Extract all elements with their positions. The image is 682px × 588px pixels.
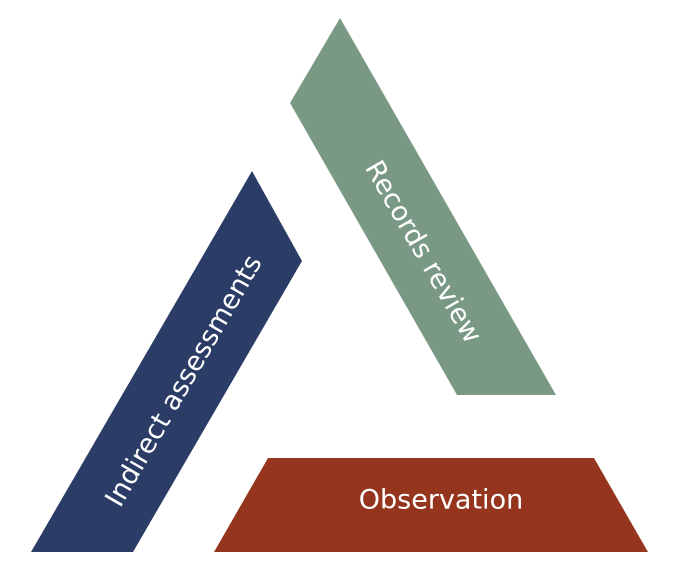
observation-label: Observation (359, 485, 523, 516)
records-review-shape (290, 18, 556, 395)
observation-shape (214, 458, 648, 552)
segment-observation: Observation (214, 458, 648, 552)
segment-records-review: Records review (290, 18, 556, 395)
indirect-assessments-shape (31, 171, 302, 552)
